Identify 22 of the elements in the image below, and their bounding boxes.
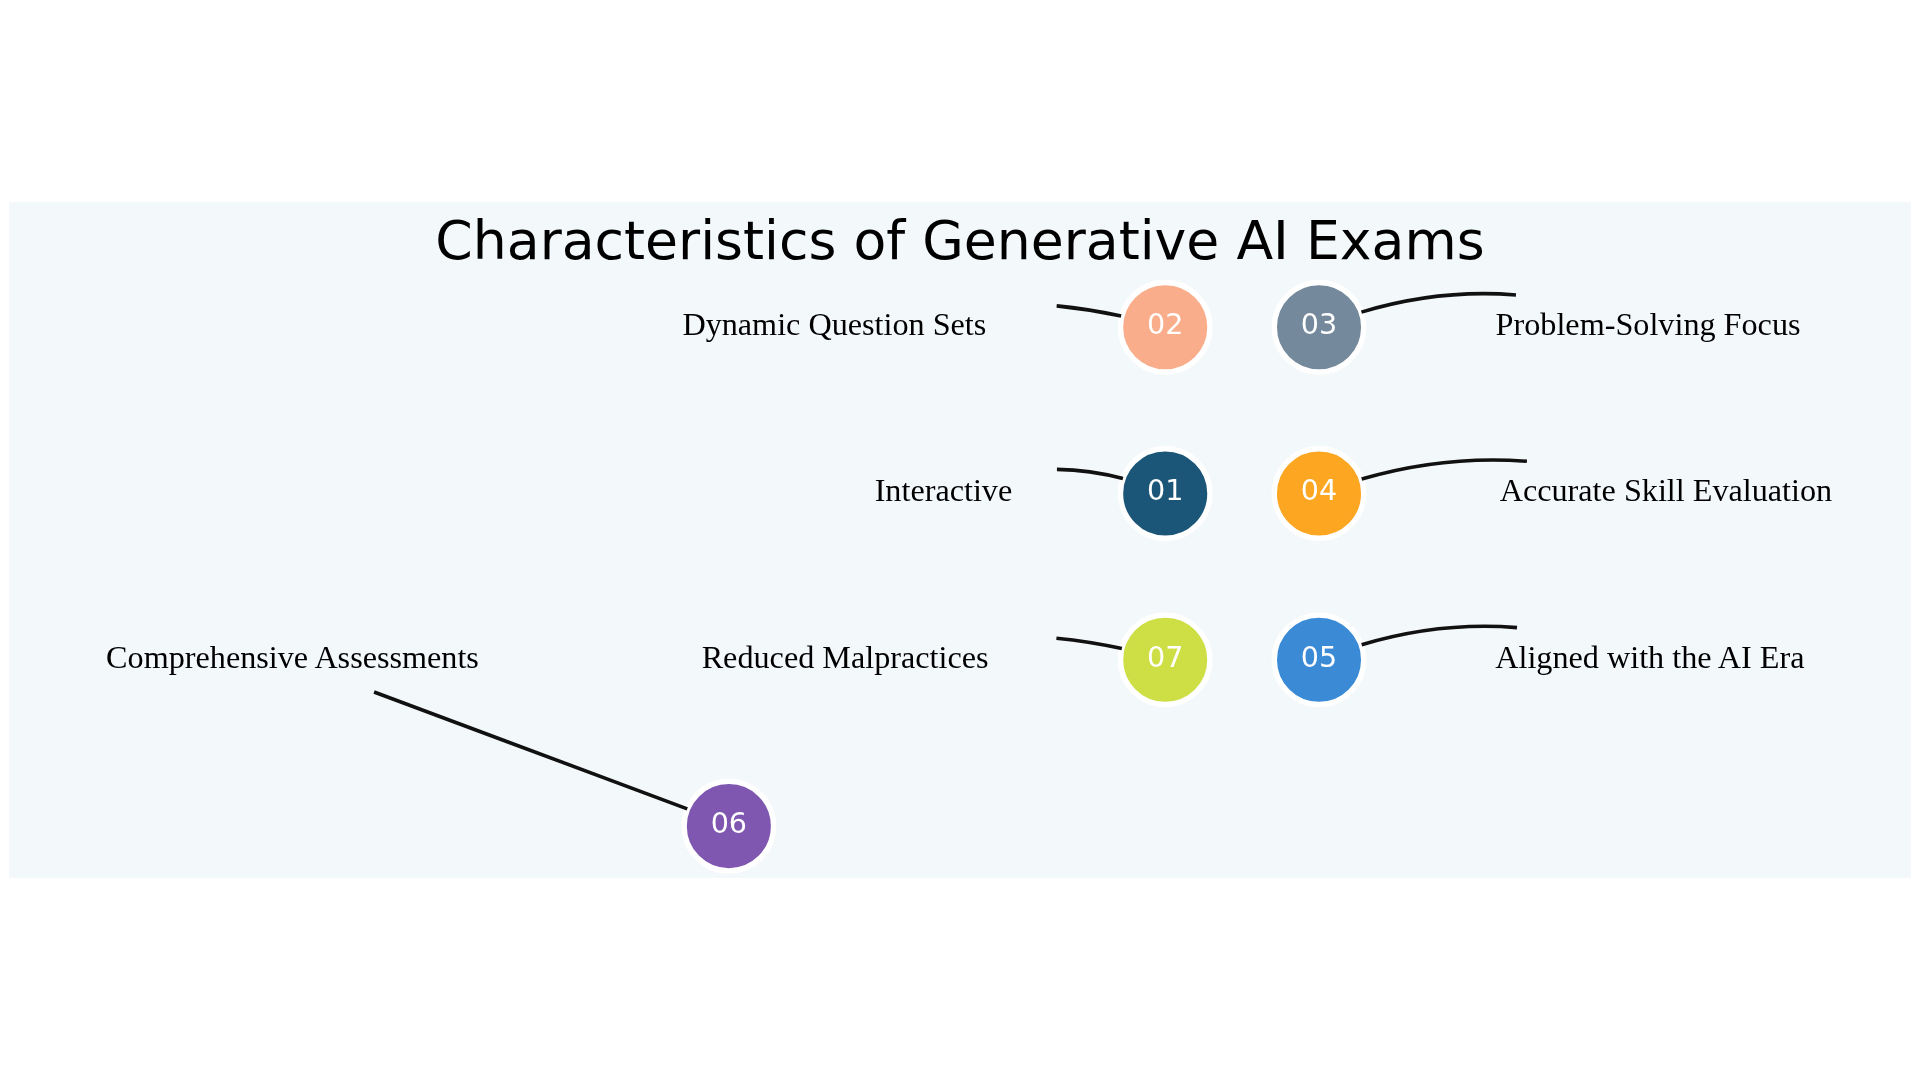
node-circle: 04 [1271, 446, 1367, 541]
connector [1361, 624, 1518, 647]
node-text: Dynamic Question Sets [682, 306, 987, 343]
node-circle: 02 [1117, 279, 1213, 375]
diagram-title: Characteristics of Generative AI Exams [435, 209, 1485, 273]
node-text: Aligned with the AI Era [1495, 638, 1805, 675]
connector [1361, 458, 1527, 481]
node-text: Accurate Skill Evaluation [1499, 472, 1833, 509]
connector [1360, 291, 1517, 314]
node-circle: 03 [1271, 279, 1367, 375]
connector [373, 690, 688, 811]
connector [1056, 304, 1122, 318]
node-circle: 06 [681, 778, 777, 874]
connector [1056, 636, 1123, 651]
node-text: Comprehensive Assessments [106, 638, 479, 675]
node-text: Interactive [874, 472, 1013, 509]
node-circle: 01 [1117, 446, 1213, 541]
node-text: Reduced Malpractices [701, 638, 989, 675]
node-text: Problem-Solving Focus [1495, 306, 1801, 343]
node-circle: 05 [1271, 612, 1367, 708]
connector [1056, 467, 1124, 481]
node-circle: 07 [1117, 612, 1213, 708]
